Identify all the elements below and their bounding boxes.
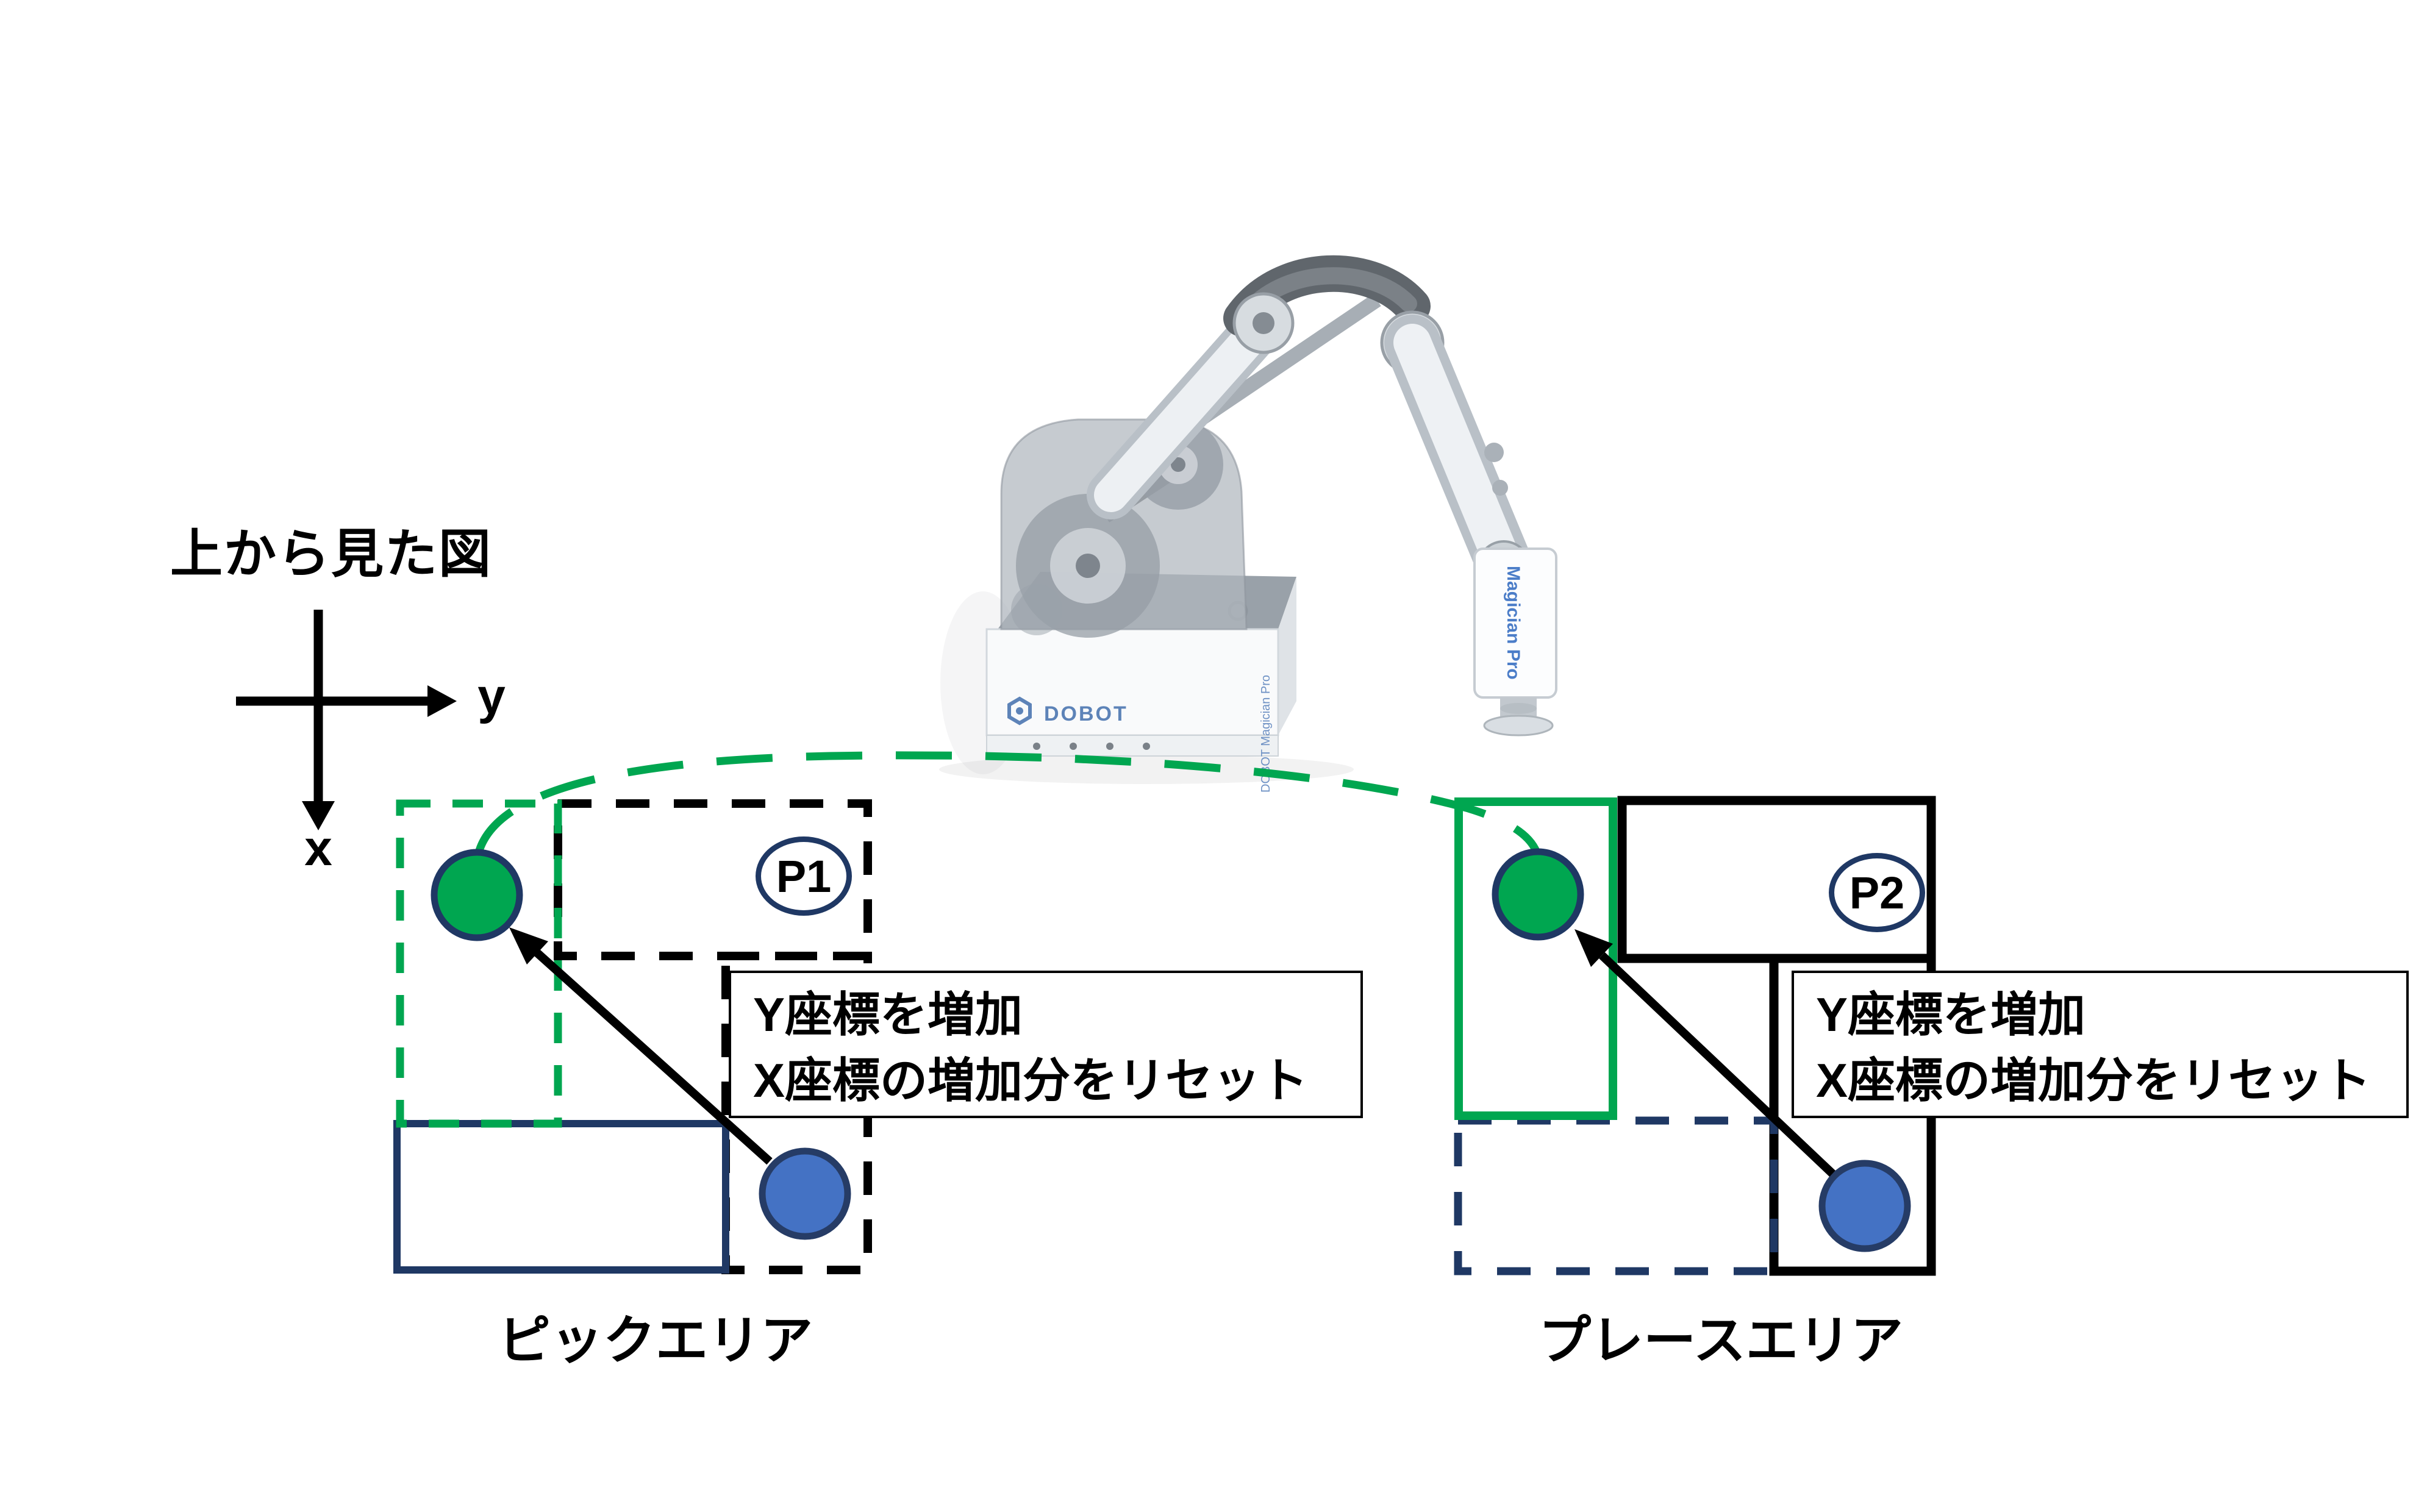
p1-badge: P1 [756,836,852,916]
robot-model-text: Magician Pro [1503,566,1523,680]
pick-move-arrow [509,927,773,1165]
y-axis-label: y [477,669,506,724]
pick-next-position-dot [431,849,523,941]
place-empty-cell-navy-dashed [1454,1116,1778,1275]
place-note-line2: X座標の増加分をリセット [1816,1054,2372,1107]
robot-body [1000,418,1248,638]
robot-image: DOBOT DOBOT Magician Pro [939,255,1557,793]
pick-note-line1: Y座標を増加 [753,988,1023,1041]
pick-current-position-dot [759,1147,851,1240]
x-axis-arrowhead-icon [302,801,335,830]
pick-filled-cell-navy [393,1120,729,1274]
robot-end-effector: Magician Pro [1473,547,1557,736]
place-next-slot-green-solid [1454,797,1617,1120]
robot-arm-upper [1087,255,1445,519]
dobot-logo-dot-icon [1016,707,1023,715]
y-axis-arrowhead-icon [427,685,457,717]
place-note-line1: Y座標を増加 [1816,988,2086,1041]
p1-badge-label: P1 [776,850,832,902]
dobot-logo-icon [1007,696,1032,726]
page-title: 上から見た図 [170,525,492,583]
axis-cross [236,610,457,830]
p2-badge-label: P2 [1849,867,1905,918]
p2-badge: P2 [1829,853,1925,932]
robot-brand-text: DOBOT [1044,702,1128,726]
pick-area-label: ピックエリア [498,1311,813,1370]
robot-side-label: DOBOT Magician Pro [1259,675,1273,793]
pick-move-arrowhead-icon [509,927,548,965]
place-next-position-dot [1492,848,1584,941]
place-move-arrow [1575,929,1835,1177]
effector-flange-icon [1483,715,1554,736]
place-move-arrowhead-icon [1575,929,1613,967]
x-axis-label: x [304,821,332,876]
place-note-box: Y座標を増加 X座標の増加分をリセット [1792,971,2409,1118]
robot-shadow [939,755,1354,784]
place-area-label: プレースエリア [1539,1311,1903,1370]
pick-next-slot-green-dashed [396,799,562,1128]
place-current-position-dot [1818,1160,1911,1252]
pick-note-box: Y座標を増加 X座標の増加分をリセット [729,971,1363,1118]
pick-note-line2: X座標の増加分をリセット [753,1054,1309,1107]
pick-to-place-transfer-curve [474,751,1541,856]
pick-area-grid [393,799,872,1274]
